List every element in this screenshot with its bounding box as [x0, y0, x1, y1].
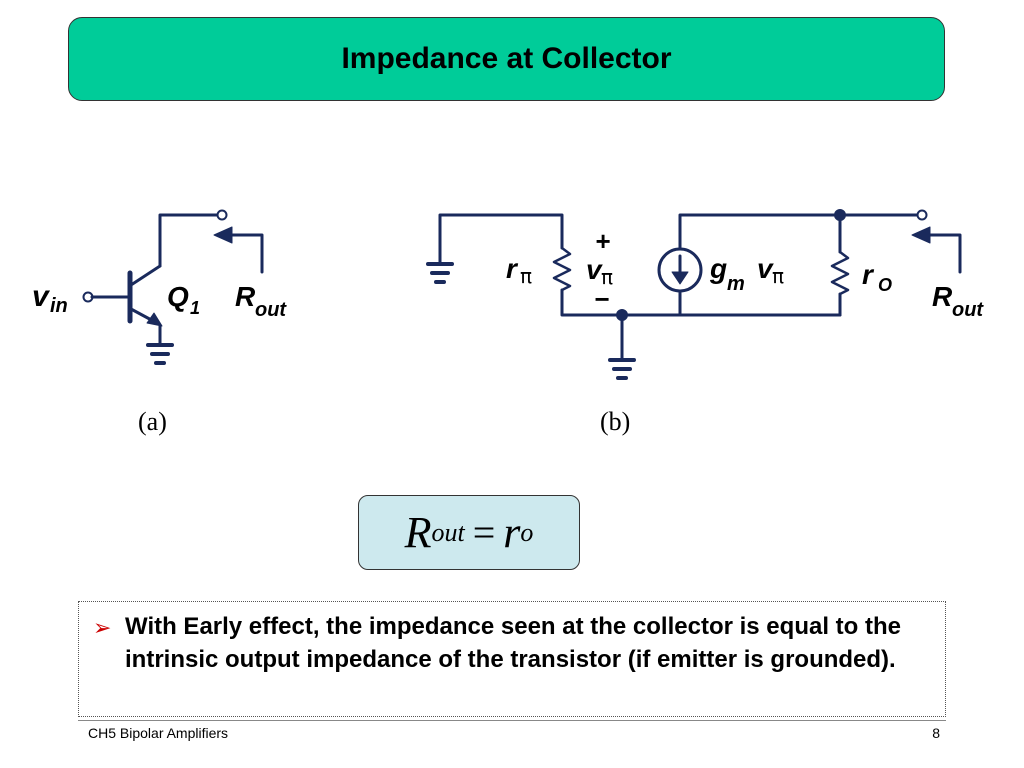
rout-label-b: R: [932, 281, 953, 312]
rout-label-a: R: [235, 281, 256, 312]
footer-title: CH5 Bipolar Amplifiers: [88, 725, 229, 741]
junction-node: [616, 309, 628, 321]
gm-v-label: v: [757, 253, 774, 284]
ground-icon: [608, 358, 636, 380]
rout-subscript-b: out: [952, 299, 984, 321]
title-banner: Impedance at Collector: [68, 17, 945, 101]
gm-subscript: m: [727, 273, 745, 295]
circuit-a: [82, 209, 264, 365]
ro-resistor: [830, 250, 850, 296]
vpi-label: v: [586, 254, 603, 285]
eq-lhs-sub: out: [431, 517, 465, 547]
q1-label: Q: [167, 281, 189, 312]
vin-subscript: in: [50, 295, 68, 317]
gm-v-subscript: π: [772, 264, 784, 288]
rpi-label: r: [506, 253, 519, 284]
collector-wire: [158, 213, 220, 268]
circuit-b: [426, 209, 962, 380]
rout-arrow-line: [226, 233, 264, 274]
rpi-resistor: [552, 246, 572, 292]
ground-icon: [146, 343, 174, 365]
ro-label: r: [862, 259, 875, 290]
minus-sign: −: [594, 284, 609, 314]
gm-label: g: [709, 253, 727, 284]
slide-title: Impedance at Collector: [341, 42, 672, 75]
output-terminal: [916, 209, 928, 221]
eq-rhs: r: [503, 508, 521, 557]
rout-arrow-head: [911, 226, 931, 244]
bullet-box: ➢ With Early effect, the impedance seen …: [78, 601, 946, 717]
top-wire: [678, 213, 920, 251]
q1-subscript: 1: [190, 298, 200, 318]
rpi-top-wire: [438, 213, 564, 264]
bullet-text: With Early effect, the impedance seen at…: [125, 613, 901, 673]
vpi-subscript: π: [601, 265, 613, 289]
eq-equals: =: [472, 510, 496, 555]
collector-lead: [129, 264, 162, 287]
bottom-wire: [560, 288, 842, 317]
bullet-arrow-icon: ➢: [93, 616, 112, 641]
current-arrow-head: [671, 271, 689, 285]
rout-subscript-a: out: [255, 299, 287, 321]
caption-a: (a): [138, 407, 167, 436]
output-terminal: [216, 209, 228, 221]
caption-b: (b): [600, 407, 630, 436]
vin-label: v: [32, 280, 51, 313]
plus-sign: +: [595, 226, 610, 256]
rpi-subscript: π: [520, 264, 532, 288]
ground-icon: [426, 262, 454, 284]
eq-lhs: R: [404, 508, 432, 557]
emitter-arrow: [146, 312, 163, 327]
eq-rhs-sub: o: [520, 517, 534, 547]
page-number: 8: [932, 725, 940, 741]
ro-subscript: O: [878, 275, 892, 295]
rout-arrow-line: [924, 233, 962, 274]
footer-divider: [78, 720, 946, 721]
rout-arrow-head: [213, 226, 233, 244]
